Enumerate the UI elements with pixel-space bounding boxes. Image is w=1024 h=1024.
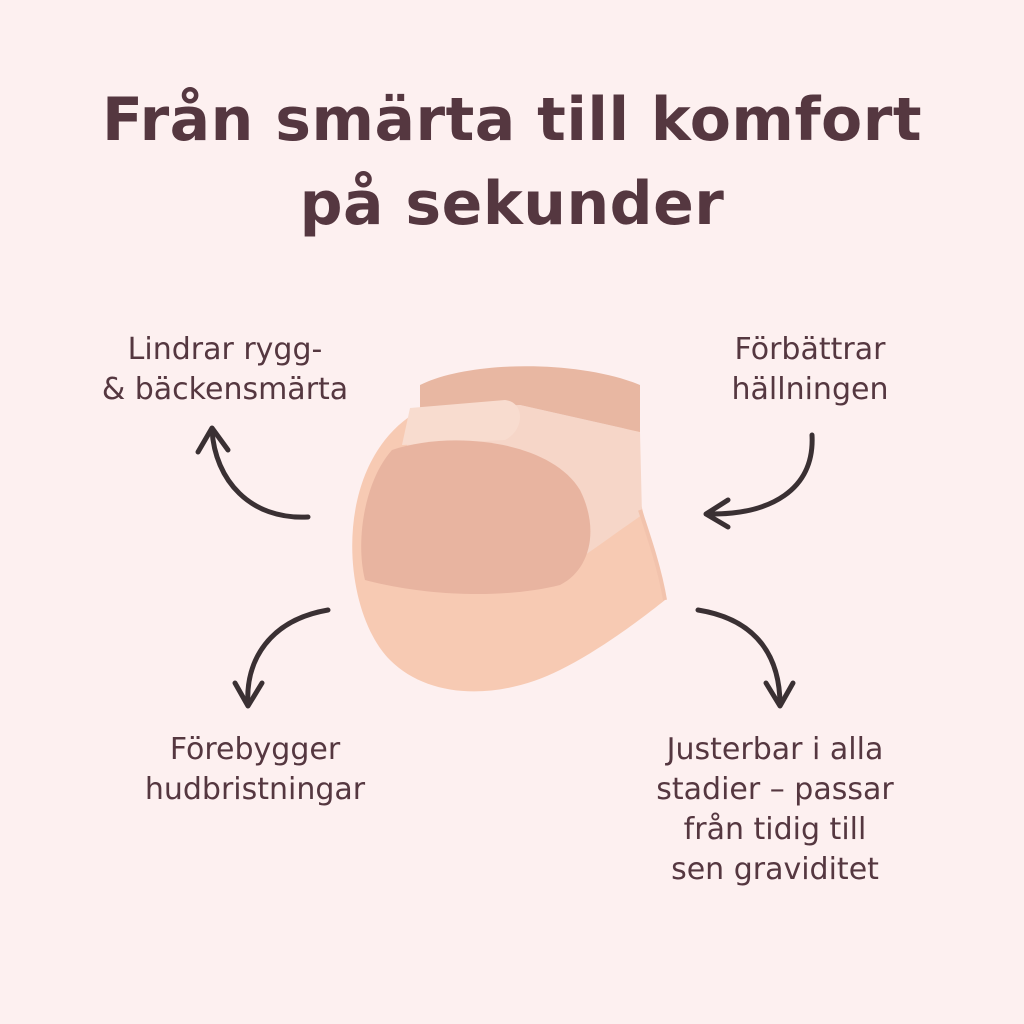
page-title: Från smärta till komfort på sekunder (0, 78, 1024, 246)
pregnancy-belt-belly-icon (352, 366, 667, 692)
curved-arrow-icon (195, 425, 815, 709)
feature-adjustable-line-4: sen graviditet (671, 852, 879, 887)
arrow-bottom-left-head (232, 680, 265, 709)
feature-adjustable-line-3: från tidig till (683, 812, 867, 847)
arrow-top-left (209, 427, 311, 520)
feature-adjustable-line-2: stadier – passar (656, 772, 894, 807)
feature-adjustable-line-1: Justerbar i alla (666, 732, 884, 767)
feature-stretch-marks: Förebygger hudbristningar (90, 730, 420, 810)
feature-back-pain-line-2: & bäckensmärta (101, 372, 349, 407)
arrow-bottom-right-head (763, 680, 796, 709)
feature-adjustable: Justerbar i alla stadier – passar från t… (600, 730, 950, 890)
belt-strap (402, 400, 520, 445)
arrow-top-right-head (703, 497, 731, 530)
feature-posture-line-1: Förbättrar (734, 332, 886, 367)
arrow-bottom-left (245, 607, 331, 708)
feature-back-pain: Lindrar rygg- & bäckensmärta (60, 330, 390, 410)
arrow-bottom-right (695, 607, 783, 708)
waistband (420, 366, 640, 432)
feature-stretch-marks-line-1: Förebygger (169, 732, 341, 767)
torso-right-edge (638, 509, 667, 601)
belly-shade (361, 440, 591, 595)
feature-posture: Förbättrar hällningen (660, 330, 960, 410)
arrow-top-right (705, 432, 815, 517)
title-line-2: på sekunder (299, 169, 725, 239)
arrow-top-left-head (195, 425, 231, 455)
feature-stretch-marks-line-2: hudbristningar (144, 772, 366, 807)
title-line-1: Från smärta till komfort (101, 85, 923, 155)
feature-posture-line-2: hällningen (731, 372, 889, 407)
feature-back-pain-line-1: Lindrar rygg- (127, 332, 323, 367)
